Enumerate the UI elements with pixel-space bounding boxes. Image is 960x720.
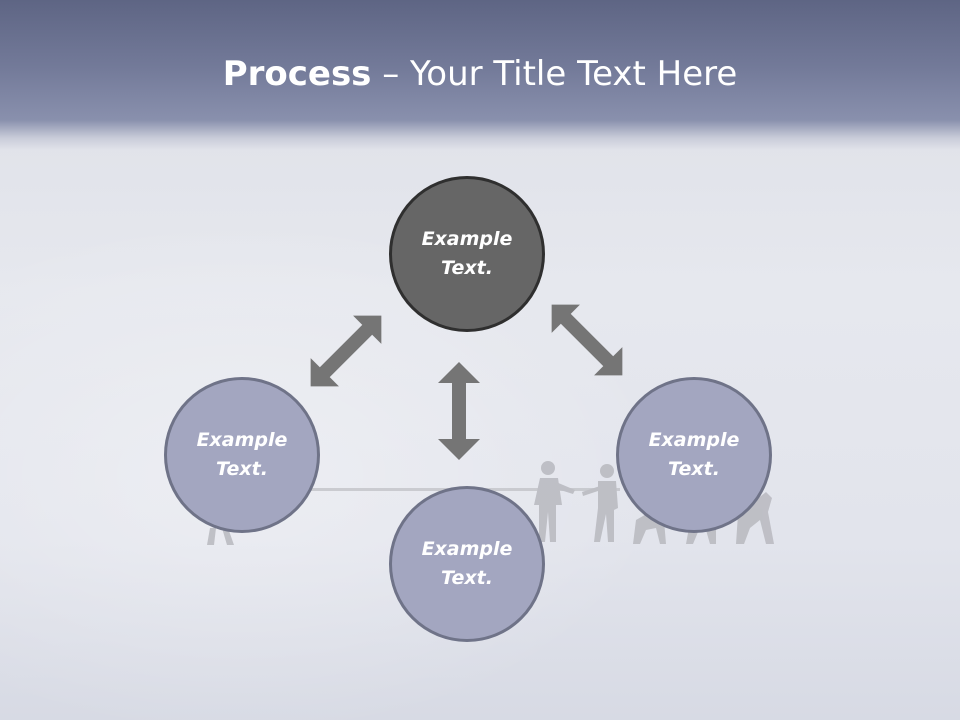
node-left-line2: Text. (216, 458, 268, 480)
node-right[interactable]: Example Text. (616, 377, 772, 533)
node-right-line1: Example (648, 429, 740, 451)
title-bold: Process (222, 54, 372, 94)
title-rest: – Your Title Text Here (371, 54, 738, 94)
node-bottom[interactable]: Example Text. (389, 486, 545, 642)
node-left-line1: Example (196, 429, 288, 451)
node-left-text: Example Text. (177, 426, 307, 484)
node-right-line2: Text. (668, 458, 720, 480)
double-arrow-right-icon (551, 304, 623, 376)
node-top-text: Example Text. (402, 225, 532, 283)
node-bottom-line1: Example (421, 538, 513, 560)
node-bottom-text: Example Text. (402, 535, 532, 593)
node-top[interactable]: Example Text. (389, 176, 545, 332)
header-band (0, 0, 960, 150)
double-arrow-vertical-icon (438, 362, 480, 460)
node-top-line1: Example (421, 228, 513, 250)
page-title: Process – Your Title Text Here (0, 52, 960, 96)
node-right-text: Example Text. (629, 426, 759, 484)
node-left[interactable]: Example Text. (164, 377, 320, 533)
double-arrow-left-icon (310, 315, 382, 387)
node-bottom-line2: Text. (441, 567, 493, 589)
node-top-line2: Text. (441, 257, 493, 279)
